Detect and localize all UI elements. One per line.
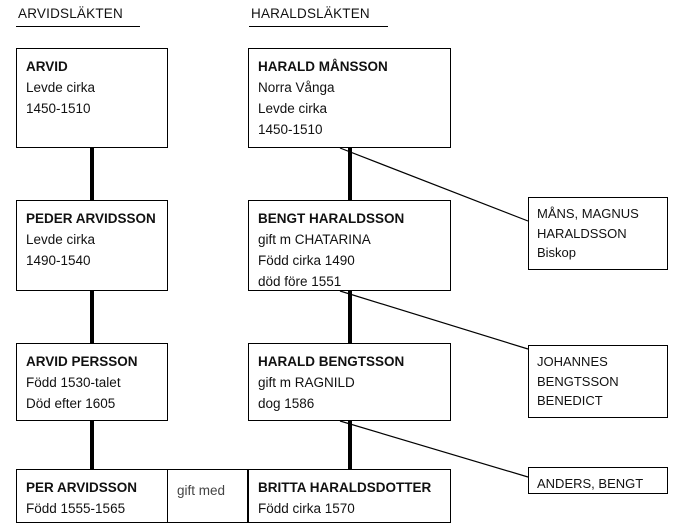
node-bengt-haraldsson-title: BENGT HARALDSSON bbox=[258, 211, 405, 226]
node-johannes-bengtsson-benedict-line-2: BENGTSSON bbox=[537, 373, 619, 389]
node-johannes-bengtsson-benedict[interactable]: JOHANNES BENGTSSON BENEDICT bbox=[528, 345, 668, 418]
node-bengt-haraldsson-line-2: Född cirka 1490 bbox=[258, 252, 355, 268]
column-heading-haraldslakten-underline bbox=[249, 26, 388, 27]
node-mans-magnus-haraldsson[interactable]: MÅNS, MAGNUS HARALDSSON Biskop bbox=[528, 197, 668, 270]
column-heading-haraldslakten: HARALDSLÄKTEN bbox=[251, 6, 370, 21]
node-per-arvidsson-title: PER ARVIDSSON bbox=[26, 480, 138, 495]
node-britta-haraldsdotter-line-1: Född cirka 1570 bbox=[258, 500, 355, 516]
node-per-arvidsson-line-1: Född 1555-1565 bbox=[26, 500, 126, 516]
node-anders-bengt-line-1: ANDERS, BENGT bbox=[537, 476, 644, 491]
node-arvid-persson-title: ARVID PERSSON bbox=[26, 354, 138, 369]
node-mans-magnus-haraldsson-line-3: Biskop bbox=[537, 245, 577, 260]
node-harald-mansson-line-1: Norra Vånga bbox=[258, 79, 335, 95]
node-anders-bengt[interactable]: ANDERS, BENGT bbox=[528, 467, 668, 494]
node-harald-bengtsson-line-1: gift m RAGNILD bbox=[258, 374, 355, 390]
node-harald-mansson-title: HARALD MÅNSSON bbox=[258, 59, 388, 74]
node-bengt-haraldsson-line-3: död före 1551 bbox=[258, 273, 342, 289]
node-harald-bengtsson-title: HARALD BENGTSSON bbox=[258, 354, 405, 369]
node-harald-mansson[interactable]: HARALD MÅNSSON Norra Vånga Levde cirka 1… bbox=[248, 48, 451, 148]
node-britta-haraldsdotter-title: BRITTA HARALDSDOTTER bbox=[258, 480, 432, 495]
column-heading-arvidslakten: ARVIDSLÄKTEN bbox=[18, 6, 123, 21]
node-mans-magnus-haraldsson-line-1: MÅNS, MAGNUS bbox=[537, 206, 639, 221]
marriage-label: gift med bbox=[177, 483, 226, 498]
connector-bengt-to-haraldbengtsson bbox=[348, 291, 352, 343]
node-britta-haraldsdotter[interactable]: BRITTA HARALDSDOTTER Född cirka 1570 bbox=[248, 469, 451, 523]
connector-harald-to-bengt bbox=[348, 148, 352, 200]
node-peder-arvidsson[interactable]: PEDER ARVIDSSON Levde cirka 1490-1540 bbox=[16, 200, 168, 291]
connector-arvidpersson-to-perarvidsson bbox=[90, 421, 94, 473]
node-harald-mansson-line-2: Levde cirka bbox=[258, 100, 328, 116]
marriage-link-box bbox=[166, 469, 248, 523]
node-arvid-persson[interactable]: ARVID PERSSON Född 1530-talet Död efter … bbox=[16, 343, 168, 421]
node-johannes-bengtsson-benedict-line-1: JOHANNES bbox=[537, 354, 608, 369]
node-harald-bengtsson-line-2: dog 1586 bbox=[258, 395, 315, 411]
connector-peder-to-arvidpersson bbox=[90, 291, 94, 343]
node-harald-bengtsson[interactable]: HARALD BENGTSSON gift m RAGNILD dog 1586 bbox=[248, 343, 451, 421]
column-heading-arvidslakten-underline bbox=[16, 26, 140, 27]
node-peder-arvidsson-line-1: Levde cirka bbox=[26, 231, 96, 247]
node-peder-arvidsson-title: PEDER ARVIDSSON bbox=[26, 211, 156, 226]
node-per-arvidsson[interactable]: PER ARVIDSSON Född 1555-1565 bbox=[16, 469, 168, 523]
node-arvid-persson-line-1: Född 1530-talet bbox=[26, 374, 121, 390]
node-harald-mansson-line-3: 1450-1510 bbox=[258, 121, 323, 137]
node-arvid-line-2: 1450-1510 bbox=[26, 100, 91, 116]
node-arvid-line-1: Levde cirka bbox=[26, 79, 96, 95]
node-mans-magnus-haraldsson-line-2: HARALDSSON bbox=[537, 225, 627, 241]
node-bengt-haraldsson-line-1: gift m CHATARINA bbox=[258, 231, 371, 247]
node-arvid-title: ARVID bbox=[26, 59, 68, 74]
node-arvid-persson-line-2: Död efter 1605 bbox=[26, 395, 116, 411]
node-arvid[interactable]: ARVID Levde cirka 1450-1510 bbox=[16, 48, 168, 148]
connector-haraldbengtsson-to-britta bbox=[348, 421, 352, 473]
node-johannes-bengtsson-benedict-line-3: BENEDICT bbox=[537, 393, 603, 408]
node-peder-arvidsson-line-2: 1490-1540 bbox=[26, 252, 91, 268]
node-bengt-haraldsson[interactable]: BENGT HARALDSSON gift m CHATARINA Född c… bbox=[248, 200, 451, 291]
connector-arvid-to-peder bbox=[90, 148, 94, 200]
